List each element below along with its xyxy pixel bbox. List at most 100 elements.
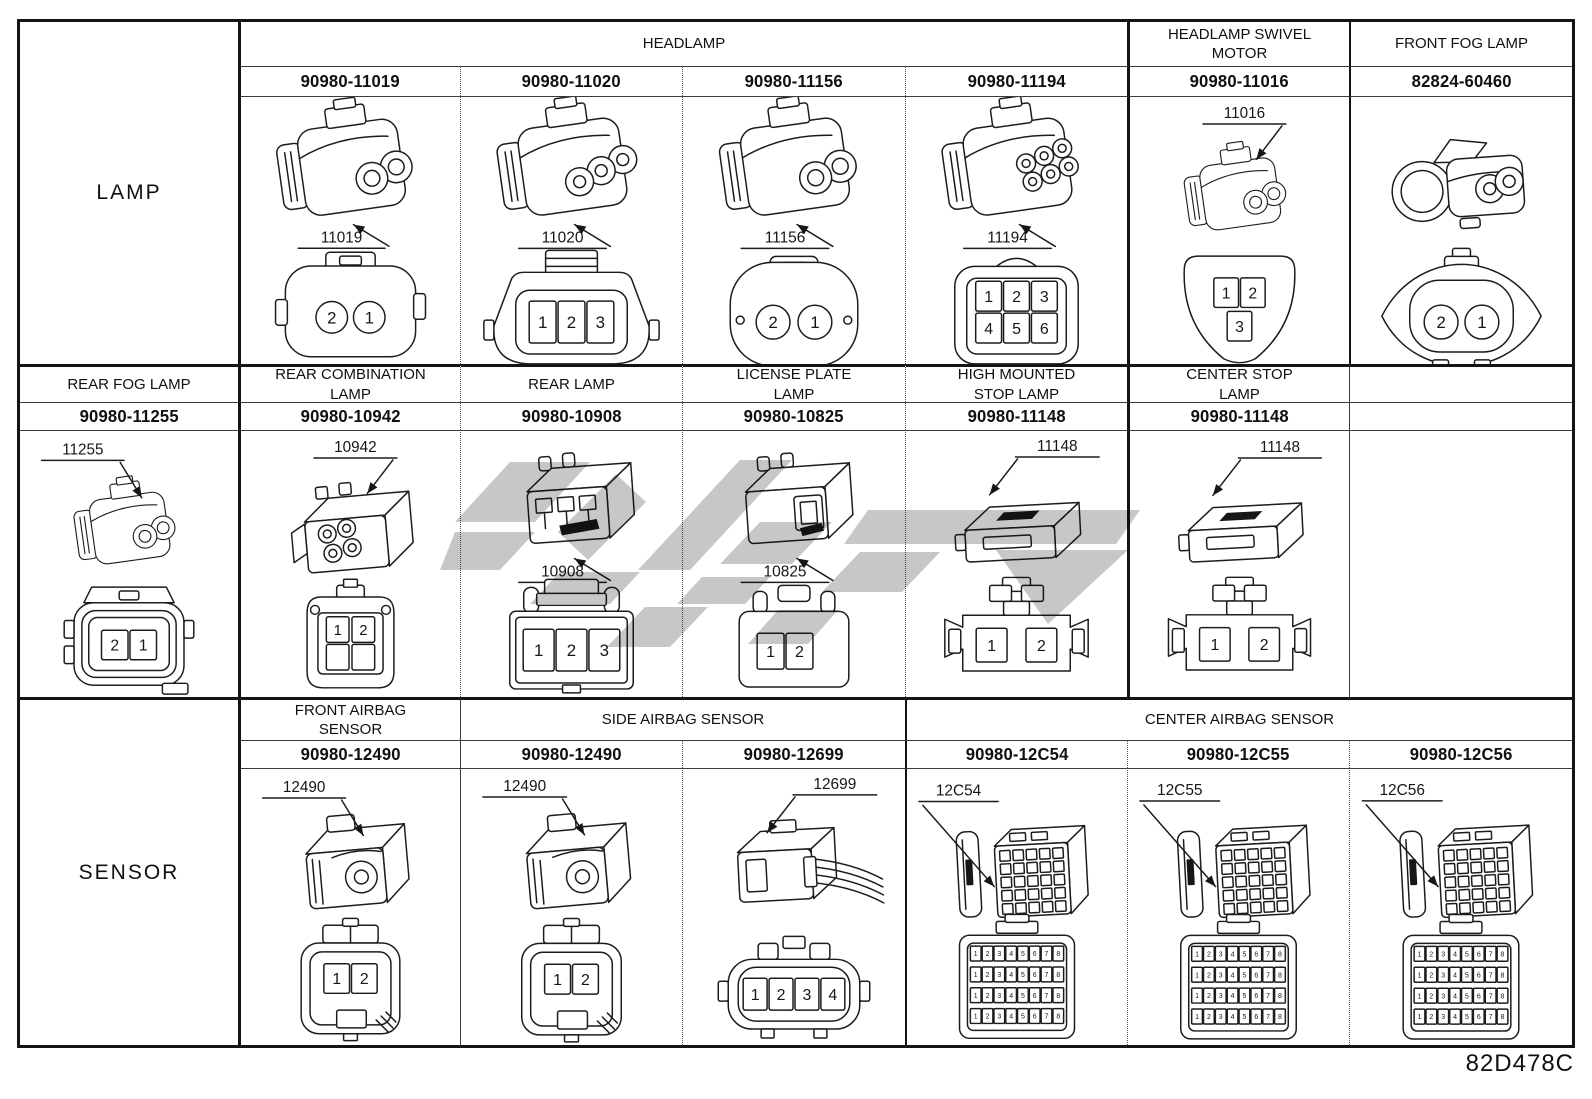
svg-text:2: 2 (1248, 285, 1257, 302)
group-header-headlamp: HEADLAMP (238, 22, 1127, 66)
svg-text:11156: 11156 (765, 229, 806, 246)
part-number: 90980-12490 (460, 740, 682, 768)
svg-text:2: 2 (986, 951, 990, 958)
svg-text:10908: 10908 (541, 563, 584, 580)
svg-text:11020: 11020 (542, 229, 584, 246)
column-header-rear-fog-lamp: REAR FOG LAMP (20, 364, 238, 402)
svg-text:8: 8 (1056, 972, 1060, 979)
svg-text:7: 7 (1266, 993, 1270, 1000)
part-number: 90980-12C55 (1127, 740, 1349, 768)
group-header-front-fog-lamp: FRONT FOG LAMP (1349, 22, 1572, 66)
svg-text:8: 8 (1501, 1014, 1505, 1021)
svg-text:7: 7 (1045, 951, 1049, 958)
part-number-label: 90980-11156 (744, 71, 844, 91)
svg-text:1: 1 (1195, 993, 1199, 1000)
svg-text:2: 2 (1429, 1014, 1433, 1021)
svg-text:1: 1 (1195, 1014, 1199, 1021)
part-number: 90980-11148 (1127, 402, 1349, 430)
svg-text:1: 1 (1210, 637, 1219, 654)
part-number-label: 90980-10908 (521, 406, 622, 426)
column-header-center-stop-lamp-label: CENTER STOP LAMP (1186, 366, 1293, 402)
svg-text:6: 6 (1477, 972, 1481, 979)
svg-text:3: 3 (1235, 319, 1244, 336)
svg-text:8: 8 (1501, 951, 1505, 958)
part-number: 90980-11156 (682, 66, 905, 96)
svg-text:4: 4 (1231, 972, 1235, 979)
svg-text:2: 2 (327, 308, 336, 327)
svg-text:4: 4 (1231, 1014, 1235, 1021)
svg-text:7: 7 (1489, 972, 1493, 979)
svg-text:12C55: 12C55 (1157, 782, 1202, 799)
svg-text:7: 7 (1266, 951, 1270, 958)
svg-text:8: 8 (1056, 1014, 1060, 1021)
svg-text:11255: 11255 (62, 442, 103, 459)
part-number: 90980-10908 (460, 402, 682, 430)
svg-text:3: 3 (1040, 289, 1049, 306)
svg-text:1: 1 (1477, 313, 1486, 332)
part-number-label: 90980-10825 (743, 406, 845, 426)
svg-text:11194: 11194 (987, 229, 1028, 246)
svg-text:2: 2 (1207, 951, 1211, 958)
svg-text:6: 6 (1033, 972, 1037, 979)
svg-text:12C56: 12C56 (1379, 782, 1425, 799)
svg-text:7: 7 (1045, 993, 1049, 1000)
part-number-label: 90980-11194 (967, 71, 1066, 91)
svg-text:2: 2 (567, 641, 576, 660)
svg-text:2: 2 (986, 1014, 990, 1021)
column-header-rear-lamp-label: REAR LAMP (528, 375, 615, 393)
svg-text:6: 6 (1477, 993, 1481, 1000)
svg-text:1: 1 (334, 623, 342, 639)
svg-text:1: 1 (974, 951, 978, 958)
svg-text:11016: 11016 (1224, 105, 1265, 122)
part-number: 90980-11020 (460, 66, 682, 96)
svg-text:3: 3 (997, 951, 1001, 958)
column-header-rear-combination-lamp-label: REAR COMBINATION LAMP (275, 366, 426, 402)
svg-text:1: 1 (766, 644, 775, 661)
svg-text:4: 4 (984, 321, 993, 338)
svg-text:1: 1 (974, 993, 978, 1000)
svg-text:3: 3 (997, 1014, 1001, 1021)
svg-text:3: 3 (1441, 993, 1445, 1000)
svg-text:11019: 11019 (321, 229, 362, 246)
svg-text:5: 5 (1465, 993, 1469, 1000)
svg-text:5: 5 (1021, 972, 1025, 979)
row-label-lamp-label: LAMP (96, 181, 162, 204)
svg-text:1: 1 (974, 1014, 978, 1021)
svg-text:11148: 11148 (1037, 438, 1078, 455)
svg-text:6: 6 (1254, 951, 1258, 958)
part-number-label: 90980-11016 (1189, 71, 1290, 91)
svg-text:6: 6 (1033, 993, 1037, 1000)
svg-text:2: 2 (986, 993, 990, 1000)
svg-text:2: 2 (359, 623, 367, 639)
svg-text:5: 5 (1242, 951, 1246, 958)
svg-text:6: 6 (1254, 1014, 1258, 1021)
part-number: 82824-60460 (1349, 66, 1572, 96)
svg-text:5: 5 (1465, 1014, 1469, 1021)
group-header-headlamp-swivel-motor: HEADLAMP SWIVEL MOTOR (1127, 22, 1349, 66)
svg-text:2: 2 (1429, 972, 1433, 979)
svg-text:4: 4 (828, 987, 837, 1004)
svg-text:3: 3 (596, 313, 605, 332)
svg-text:5: 5 (1242, 1014, 1246, 1021)
part-number-label: 90980-12C56 (1409, 744, 1513, 764)
column-header-rear-combination-lamp: REAR COMBINATION LAMP (238, 364, 460, 402)
column-header-high-mounted-stop-lamp: HIGH MOUNTED STOP LAMP (905, 364, 1127, 402)
svg-text:2: 2 (1429, 993, 1433, 1000)
svg-text:7: 7 (1045, 1014, 1049, 1021)
svg-text:5: 5 (1021, 951, 1025, 958)
